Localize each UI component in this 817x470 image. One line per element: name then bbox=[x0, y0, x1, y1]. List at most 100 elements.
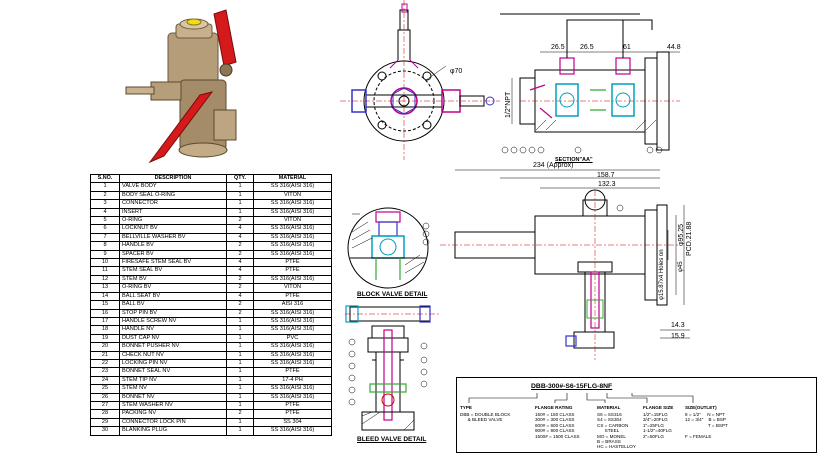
bom-cell-description: BALL SEAT BV bbox=[119, 291, 227, 302]
bom-cell-qty: 1 bbox=[226, 342, 254, 352]
bom-cell-sno: 25 bbox=[90, 384, 120, 394]
bom-cell-description: HANDLE SCREW NV bbox=[119, 316, 227, 327]
dim-26-5-a: 26.5 bbox=[551, 44, 565, 51]
bom-cell-material: VITON bbox=[253, 283, 332, 293]
bom-cell-description: BELLVILLE WASHER BV bbox=[119, 232, 227, 243]
bom-cell-sno: 17 bbox=[90, 316, 120, 327]
bom-cell-material: PTFE bbox=[253, 409, 332, 419]
bom-cell-material: AISI 316 bbox=[253, 300, 332, 310]
bom-cell-qty: 1 bbox=[226, 384, 254, 394]
dim-phi70: φ70 bbox=[450, 68, 463, 75]
bom-cell-qty: 4 bbox=[226, 232, 254, 243]
bom-cell-material: PTFE bbox=[253, 291, 332, 302]
bom-cell-sno: 16 bbox=[90, 308, 120, 318]
dim-phi45: φ45 bbox=[678, 261, 684, 272]
bom-cell-qty: 1 bbox=[226, 375, 254, 386]
bom-header-material: MATERIAL bbox=[253, 173, 332, 184]
material-heading: MATERIAL bbox=[597, 405, 621, 410]
bom-cell-material: SS 316(AISI 316) bbox=[253, 199, 332, 209]
flange-rating-heading: FLANGE RATING bbox=[535, 405, 573, 410]
bom-cell-sno: 10 bbox=[90, 258, 120, 268]
bom-cell-description: STEM TIP NV bbox=[119, 375, 227, 386]
bom-cell-description: BONNET PUSHER NV bbox=[119, 342, 227, 352]
bom-cell-qty: 2 bbox=[226, 409, 254, 419]
bom-cell-material: SS 316(AISI 316) bbox=[253, 358, 332, 369]
dim-14-3: 14.3 bbox=[671, 322, 685, 329]
bom-cell-sno: 20 bbox=[90, 342, 120, 352]
bom-cell-description: PACKING NV bbox=[119, 409, 227, 419]
bom-cell-description: STEM WASHER NV bbox=[119, 400, 227, 411]
bom-cell-sno: 4 bbox=[90, 207, 120, 218]
bom-cell-sno: 27 bbox=[90, 400, 120, 411]
section-aa bbox=[500, 13, 680, 154]
bom-cell-qty: 2 bbox=[226, 300, 254, 310]
bom-cell-qty: 4 bbox=[226, 224, 254, 234]
bom-cell-sno: 7 bbox=[90, 232, 120, 243]
bom-cell-qty: 2 bbox=[226, 249, 254, 260]
bom-cell-sno: 23 bbox=[90, 367, 120, 377]
bom-cell-description: CHECK NUT NV bbox=[119, 350, 227, 360]
bom-cell-material: SS 316(AISI 316) bbox=[253, 342, 332, 352]
bom-cell-sno: 21 bbox=[90, 350, 120, 360]
bom-cell-sno: 9 bbox=[90, 249, 120, 260]
bom-cell-material: SS 316(AISI 316) bbox=[253, 426, 332, 436]
bom-cell-sno: 28 bbox=[90, 409, 120, 419]
bom-cell-sno: 19 bbox=[90, 333, 120, 344]
bom-cell-sno: 5 bbox=[90, 216, 120, 226]
bom-cell-material: SS 316(AISI 316) bbox=[253, 384, 332, 394]
front-view bbox=[340, 0, 500, 160]
bom-cell-description: O-RING BV bbox=[119, 283, 227, 293]
flange-size-heading: FLANGE SIZE bbox=[643, 405, 674, 410]
bom-cell-description: BONNET SEAL NV bbox=[119, 367, 227, 377]
bom-cell-description: HANDLE BV bbox=[119, 241, 227, 251]
dim-132-3: 132.3 bbox=[598, 181, 616, 188]
bom-cell-sno: 13 bbox=[90, 283, 120, 293]
type-options: DBB = DOUBLE BLOCK & BLEED VALVE bbox=[460, 412, 511, 423]
bom-cell-description: STEM NV bbox=[119, 384, 227, 394]
bom-cell-qty: 4 bbox=[226, 266, 254, 276]
block-valve-detail-label: BLOCK VALVE DETAIL bbox=[357, 291, 428, 298]
bom-cell-material: SS 316(AISI 316) bbox=[253, 224, 332, 234]
dim-phi95: φ95.25 bbox=[678, 223, 685, 246]
bom-cell-sno: 14 bbox=[90, 291, 120, 302]
dim-234: 234 (Approx) bbox=[533, 162, 574, 169]
bom-cell-description: HANDLE NV bbox=[119, 325, 227, 335]
bom-cell-material: PTFE bbox=[253, 258, 332, 268]
flange-size-options: 1/2"=15FLG 3/4"=20FLG 1"=25FLG 1-1/2"=40… bbox=[643, 412, 672, 439]
bom-cell-description: O-RING bbox=[119, 216, 227, 226]
bom-cell-description: LOCKNUT BV bbox=[119, 224, 227, 234]
bom-cell-description: CONNECTOR bbox=[119, 199, 227, 209]
bom-cell-sno: 3 bbox=[90, 199, 120, 209]
bom-cell-sno: 24 bbox=[90, 375, 120, 386]
bom-cell-qty: 2 bbox=[226, 283, 254, 293]
bom-cell-material: PVC bbox=[253, 333, 332, 344]
bom-cell-material: SS 316(AISI 316) bbox=[253, 308, 332, 318]
bom-cell-sno: 15 bbox=[90, 300, 120, 310]
bom-cell-qty: 1 bbox=[226, 350, 254, 360]
bom-cell-description: INSERT bbox=[119, 207, 227, 218]
bom-cell-sno: 26 bbox=[90, 392, 120, 402]
bom-cell-sno: 2 bbox=[90, 190, 120, 201]
bom-cell-material: SS 316(AISI 316) bbox=[253, 182, 332, 192]
bom-cell-description: STOP PIN BV bbox=[119, 308, 227, 318]
dim-npt: 1/2"NPT bbox=[505, 91, 512, 118]
bom-cell-qty: 2 bbox=[226, 216, 254, 226]
bom-cell-material: SS 316(AISI 316) bbox=[253, 207, 332, 218]
ordering-code: DBB-300#-S6-15FLG-8NF bbox=[531, 383, 613, 390]
bom-cell-qty: 1 bbox=[226, 207, 254, 218]
outlet-size-heading: SIZE(OUTLET) bbox=[685, 405, 717, 410]
